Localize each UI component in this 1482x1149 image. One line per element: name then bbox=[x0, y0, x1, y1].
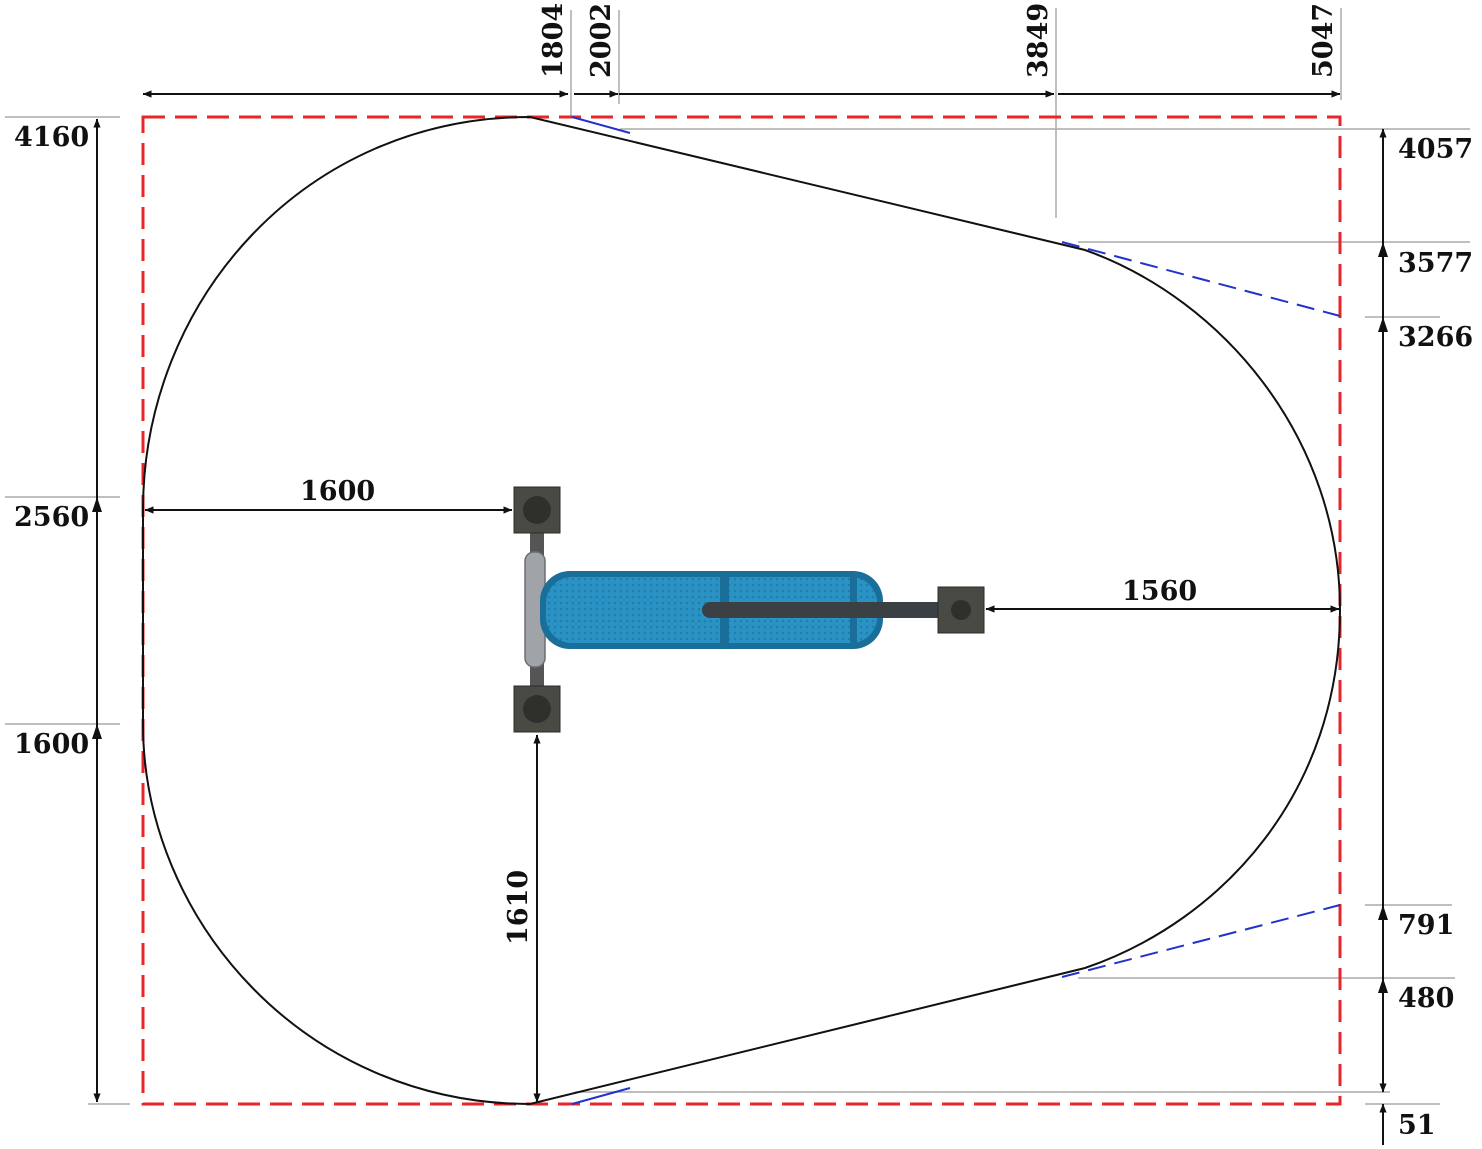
dimension-lines bbox=[93, 90, 1387, 1145]
left-dimension-label: 2560 bbox=[14, 502, 89, 533]
top-dimension-label: 1804 bbox=[538, 3, 569, 78]
dimension-ticks bbox=[92, 242, 1388, 993]
right-dimension-label: 791 bbox=[1398, 910, 1454, 941]
right-clearance-label: 1560 bbox=[1122, 576, 1197, 607]
right-dimension-label: 3266 bbox=[1398, 322, 1473, 353]
left-dimension-label: 4160 bbox=[14, 122, 89, 153]
right-dimension-label: 51 bbox=[1398, 1110, 1436, 1141]
top-dimension-label: 3849 bbox=[1023, 3, 1054, 78]
post-cap bbox=[951, 600, 971, 620]
bottom-clearance-label: 1610 bbox=[503, 870, 534, 945]
post-cap bbox=[523, 496, 551, 524]
top-dimension-label: 5047 bbox=[1308, 3, 1339, 78]
right-dimension-label: 480 bbox=[1398, 983, 1454, 1014]
exercise-equipment bbox=[513, 486, 985, 733]
right-dimension-label: 3577 bbox=[1398, 248, 1473, 279]
top-dimension-label: 2002 bbox=[586, 3, 617, 78]
post-cap bbox=[523, 695, 551, 723]
seat-rail bbox=[702, 602, 962, 618]
tangent-lines bbox=[571, 116, 1341, 1105]
left-dimension-label: 1600 bbox=[14, 729, 89, 760]
right-dimension-label: 4057 bbox=[1398, 134, 1473, 165]
left-clearance-label: 1600 bbox=[300, 476, 375, 507]
impact-area-outline bbox=[142, 115, 1342, 1106]
extension-lines bbox=[5, 8, 1470, 1105]
